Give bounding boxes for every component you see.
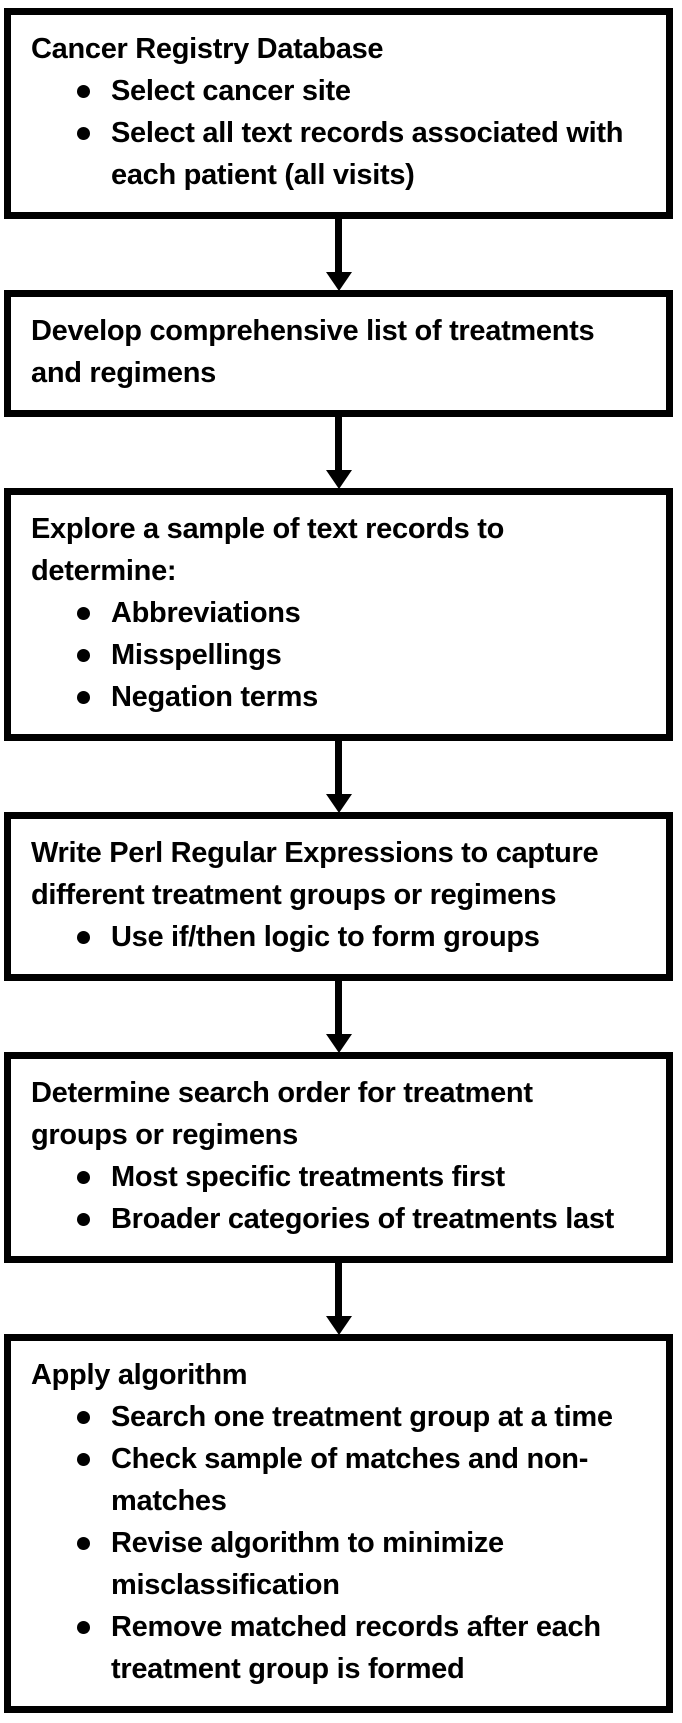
flow-box-develop-treatment-list: Develop comprehensive list of treatments… xyxy=(4,290,673,417)
bullet-list: Most specific treatments first Broader c… xyxy=(31,1156,631,1240)
down-arrow xyxy=(4,415,682,489)
flow-box-determine-search-order: Determine search order for treatment gro… xyxy=(4,1052,673,1263)
bullet-item: Select all text records associated with … xyxy=(77,112,631,196)
bullet-item: Negation terms xyxy=(77,676,631,718)
flow-box-write-perl-regex: Write Perl Regular Expressions to captur… xyxy=(4,812,673,981)
box-title: Develop comprehensive list of treatments… xyxy=(31,315,595,389)
down-arrow xyxy=(4,217,682,291)
down-arrow xyxy=(4,979,682,1053)
bullet-item: Broader categories of treatments last xyxy=(77,1198,631,1240)
arrow-line xyxy=(335,217,342,273)
bullet-item: Most specific treatments first xyxy=(77,1156,631,1198)
box-title: Determine search order for treatment gro… xyxy=(31,1077,533,1151)
bullet-list: Abbreviations Misspellings Negation term… xyxy=(31,592,631,718)
box-title: Apply algorithm xyxy=(31,1359,248,1391)
bullet-item: Use if/then logic to form groups xyxy=(77,916,631,958)
box-title: Cancer Registry Database xyxy=(31,33,384,65)
bullet-item: Misspellings xyxy=(77,634,631,676)
bullet-item: Check sample of matches and non-matches xyxy=(77,1438,631,1522)
arrow-head-icon xyxy=(326,470,352,489)
arrow-line xyxy=(335,739,342,795)
bullet-list: Use if/then logic to form groups xyxy=(31,916,631,958)
flow-box-cancer-registry-database: Cancer Registry Database Select cancer s… xyxy=(4,8,673,219)
bullet-item: Search one treatment group at a time xyxy=(77,1396,631,1438)
bullet-item: Select cancer site xyxy=(77,70,631,112)
bullet-item: Revise algorithm to minimize misclassifi… xyxy=(77,1522,631,1606)
bullet-list: Search one treatment group at a time Che… xyxy=(31,1396,631,1690)
bullet-item: Abbreviations xyxy=(77,592,631,634)
arrow-head-icon xyxy=(326,1034,352,1053)
arrow-line xyxy=(335,415,342,471)
arrow-head-icon xyxy=(326,794,352,813)
bullet-list: Select cancer site Select all text recor… xyxy=(31,70,631,196)
arrow-line xyxy=(335,1261,342,1317)
box-title: Explore a sample of text records to dete… xyxy=(31,513,504,587)
bullet-item: Remove matched records after each treatm… xyxy=(77,1606,631,1690)
arrow-line xyxy=(335,979,342,1035)
down-arrow xyxy=(4,1261,682,1335)
down-arrow xyxy=(4,739,682,813)
arrow-head-icon xyxy=(326,272,352,291)
flow-box-explore-text-records: Explore a sample of text records to dete… xyxy=(4,488,673,741)
box-title: Write Perl Regular Expressions to captur… xyxy=(31,837,599,911)
arrow-head-icon xyxy=(326,1316,352,1335)
flow-box-apply-algorithm: Apply algorithm Search one treatment gro… xyxy=(4,1334,673,1713)
